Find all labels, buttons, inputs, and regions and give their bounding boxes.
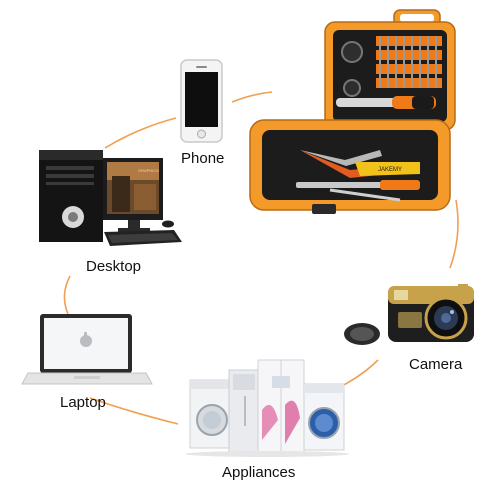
camera-icon <box>344 284 474 345</box>
toolkit-case-icon: JAKEMY <box>249 9 456 214</box>
arc-phone-toolkit <box>231 91 273 103</box>
label-camera: Camera <box>409 356 463 373</box>
arc-desktop-laptop <box>63 275 71 315</box>
appliances-icon <box>185 359 349 457</box>
label-phone: Phone <box>181 150 225 167</box>
label-laptop: Laptop <box>60 394 106 411</box>
arc-laptop-appliances <box>89 397 179 425</box>
laptop-icon <box>21 314 153 385</box>
toolkit-brand-text: JAKEMY <box>378 167 402 173</box>
arc-toolkit-camera <box>449 199 459 269</box>
label-appliances: Appliances <box>222 464 296 481</box>
arc-phone-desktop <box>104 117 177 149</box>
desktop-pc-icon: GRAPHICS <box>39 150 182 246</box>
monitor-brand-text: GRAPHICS <box>138 168 159 173</box>
bit-rows <box>376 36 442 88</box>
label-desktop: Desktop <box>86 258 142 275</box>
smartphone-icon <box>180 59 223 143</box>
